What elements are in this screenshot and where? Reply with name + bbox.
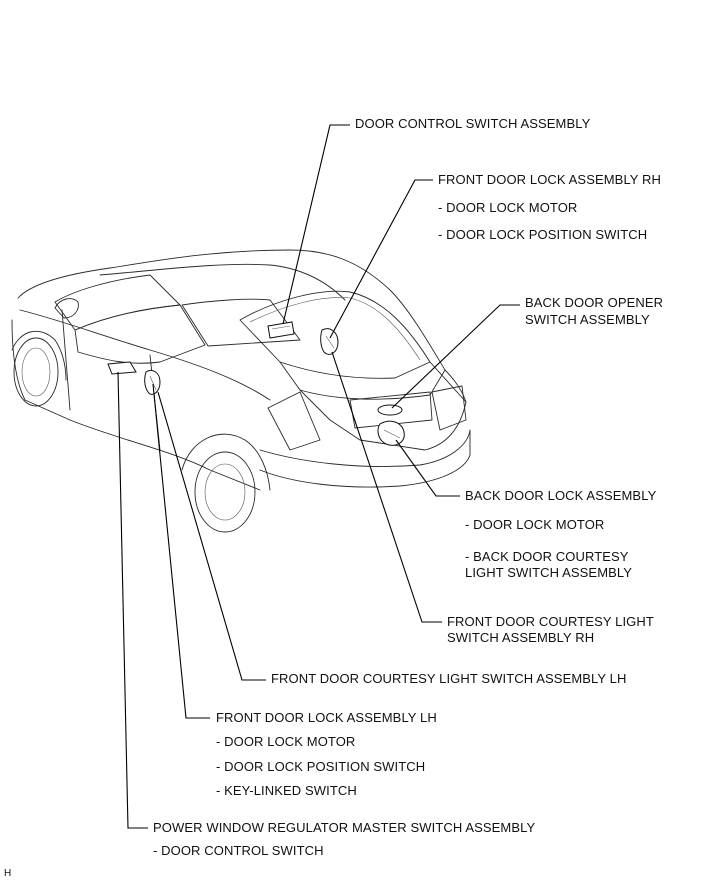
label-power-window-master: POWER WINDOW REGULATOR MASTER SWITCH ASS… [153,820,536,835]
leader-front-door-lock-rh [329,179,433,339]
label-power-window-master-item: - DOOR CONTROL SWITCH [153,843,324,858]
car-body [11,249,471,533]
label-back-door-lock-item: - DOOR LOCK MOTOR [465,517,605,532]
leader-back-door-lock [395,439,460,497]
label-front-door-lock-rh-item: - DOOR LOCK MOTOR [438,200,578,215]
label-back-door-lock-item: - BACK DOOR COURTESY [465,549,629,564]
label-front-door-lock-lh-item: - KEY-LINKED SWITCH [216,783,357,798]
label-back-door-opener-line1: BACK DOOR OPENER [525,295,664,310]
door-control-switch-part [267,321,295,339]
label-front-courtesy-lh: FRONT DOOR COURTESY LIGHT SWITCH ASSEMBL… [271,671,627,686]
label-back-door-opener-line2: SWITCH ASSEMBLY [525,312,650,327]
leader-front-courtesy-lh [157,391,266,681]
leader-front-courtesy-rh [331,351,442,623]
label-front-door-lock-lh-item: - DOOR LOCK MOTOR [216,734,356,749]
label-front-door-lock-rh: FRONT DOOR LOCK ASSEMBLY RH [438,172,662,187]
label-back-door-lock: BACK DOOR LOCK ASSEMBLY [465,488,657,503]
label-back-door-lock-item: LIGHT SWITCH ASSEMBLY [465,565,633,580]
label-door-control-switch-assembly: DOOR CONTROL SWITCH ASSEMBLY [355,116,591,131]
power-window-master-part [107,361,137,375]
leader-door-control-switch [282,124,350,325]
label-front-door-lock-lh-item: - DOOR LOCK POSITION SWITCH [216,759,426,774]
label-front-courtesy-rh-line1: FRONT DOOR COURTESY LIGHT [447,614,654,629]
label-front-door-lock-lh: FRONT DOOR LOCK ASSEMBLY LH [216,710,437,725]
label-front-courtesy-rh-line2: SWITCH ASSEMBLY RH [447,630,595,645]
leader-lines [117,124,520,829]
back-door-opener-part [377,404,403,416]
leader-back-door-opener [391,304,520,409]
leader-power-window-master [117,371,148,829]
back-door-lock-part [377,420,405,446]
front-door-lock-rh-part [320,328,339,355]
front-door-lock-lh-part [144,369,161,395]
label-front-door-lock-rh-item: - DOOR LOCK POSITION SWITCH [438,227,648,242]
leader-front-door-lock-lh [152,383,210,719]
corner-code: H [4,868,12,879]
